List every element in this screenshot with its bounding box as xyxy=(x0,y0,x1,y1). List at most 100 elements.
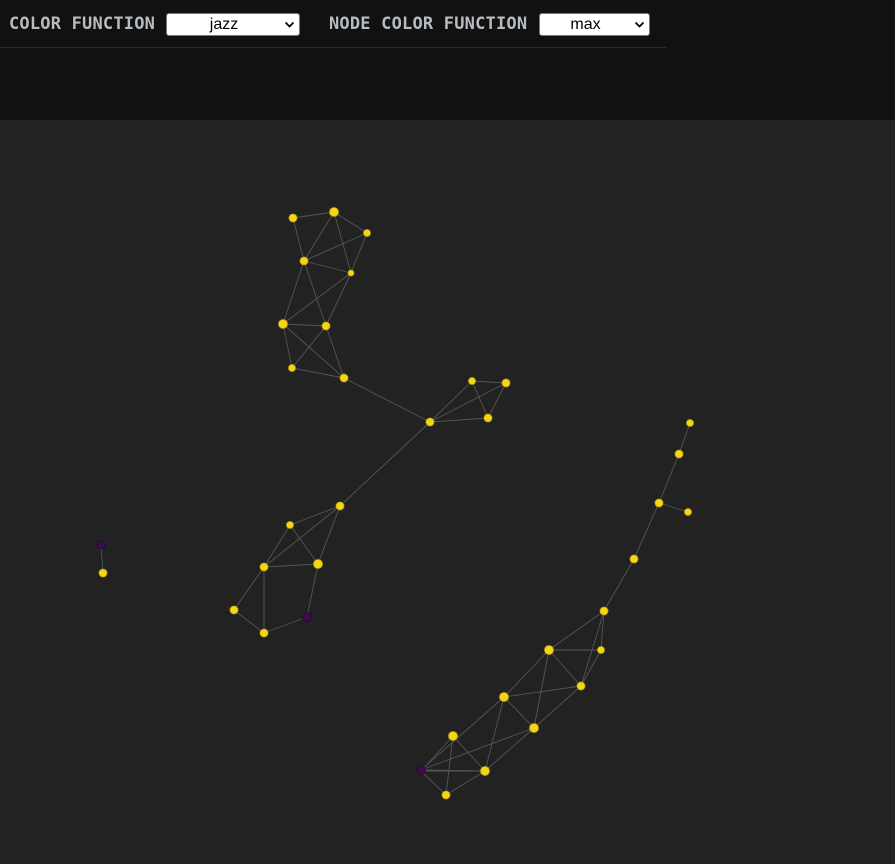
graph-edge xyxy=(580,610,605,687)
graph-edge xyxy=(306,563,319,618)
graph-edge xyxy=(289,524,319,565)
edges-layer xyxy=(100,211,691,796)
graph-edge xyxy=(282,260,305,325)
graph-edge xyxy=(452,735,486,772)
graph-edge xyxy=(503,685,582,698)
graph-edge xyxy=(339,421,431,507)
graph-edge xyxy=(325,272,352,327)
graph-node[interactable] xyxy=(674,449,684,459)
graph-node[interactable] xyxy=(544,645,554,655)
graph-edge xyxy=(291,325,327,369)
graph-node[interactable] xyxy=(286,521,294,529)
nodes-layer xyxy=(96,207,694,800)
graph-node[interactable] xyxy=(597,646,605,654)
graph-node[interactable] xyxy=(288,364,296,372)
graph-edge xyxy=(445,770,486,796)
graph-edge xyxy=(263,524,291,568)
graph-node[interactable] xyxy=(278,319,288,329)
graph-edge xyxy=(603,558,635,612)
chevron-down-icon xyxy=(284,21,295,28)
graph-edge xyxy=(503,696,535,729)
graph-edge xyxy=(678,422,691,455)
graph-edge xyxy=(343,377,431,423)
graph-node[interactable] xyxy=(483,413,493,423)
graph-edge xyxy=(487,382,507,419)
graph-edge xyxy=(333,211,368,234)
graph-edge xyxy=(429,382,507,423)
graph-node[interactable] xyxy=(416,765,426,775)
graph-edge xyxy=(503,649,550,698)
graph-edge xyxy=(445,735,454,796)
graph-edge xyxy=(471,380,507,384)
graph-edge xyxy=(282,323,345,379)
graph-node[interactable] xyxy=(98,568,108,578)
graph-edge xyxy=(420,770,447,796)
graph-node[interactable] xyxy=(684,508,692,516)
graph-node[interactable] xyxy=(339,373,349,383)
graph-edge xyxy=(291,367,345,379)
graph-edge xyxy=(533,649,550,729)
controls-bar: COLOR FUNCTION jazz NODE COLOR FUNCTION … xyxy=(0,0,666,48)
graph-edge xyxy=(484,727,535,772)
graph-edge xyxy=(548,649,582,687)
graph-node[interactable] xyxy=(599,606,609,616)
graph-edge xyxy=(303,232,368,262)
graph-node[interactable] xyxy=(299,256,309,266)
graph-node[interactable] xyxy=(229,605,239,615)
graph-node[interactable] xyxy=(499,692,509,702)
node-color-function-label: NODE COLOR FUNCTION xyxy=(329,14,528,34)
node-color-function-value: max xyxy=(570,16,601,33)
graph-node[interactable] xyxy=(363,229,371,237)
graph-edge xyxy=(533,685,582,729)
graph-edge xyxy=(292,217,305,262)
graph-edge xyxy=(429,417,489,423)
graph-edge xyxy=(282,323,327,327)
graph-edge xyxy=(263,563,319,568)
graph-edge xyxy=(429,380,473,423)
graph-node[interactable] xyxy=(288,213,298,223)
graph-edge xyxy=(263,616,308,634)
color-function-value: jazz xyxy=(209,16,239,33)
graph-edge xyxy=(100,544,104,574)
graph-edge xyxy=(420,735,454,772)
graph-node[interactable] xyxy=(259,628,269,638)
graph-node[interactable] xyxy=(686,419,694,427)
graph-node[interactable] xyxy=(321,321,331,331)
color-function-label: COLOR FUNCTION xyxy=(9,14,156,34)
graph-node[interactable] xyxy=(468,377,476,385)
graph-node[interactable] xyxy=(335,501,345,511)
graph-node[interactable] xyxy=(96,540,106,550)
graph-node[interactable] xyxy=(501,378,511,388)
graph-edge xyxy=(658,453,680,504)
graph-node[interactable] xyxy=(259,562,269,572)
graph-node[interactable] xyxy=(629,554,639,564)
graph-node[interactable] xyxy=(347,269,355,277)
graph-edge xyxy=(263,505,341,568)
graph-edge xyxy=(420,727,535,771)
graph-edge xyxy=(303,260,327,327)
graph-node[interactable] xyxy=(313,559,323,569)
graph-edge xyxy=(233,566,265,611)
graph-node[interactable] xyxy=(480,766,490,776)
graph-node[interactable] xyxy=(425,417,435,427)
graph-edge xyxy=(350,232,368,274)
graph-edge xyxy=(580,649,602,687)
graph-node[interactable] xyxy=(576,681,586,691)
graph-edge xyxy=(633,502,660,560)
network-graph[interactable] xyxy=(0,120,895,864)
graph-node[interactable] xyxy=(329,207,339,217)
graph-node[interactable] xyxy=(654,498,664,508)
graph-edge xyxy=(282,323,293,369)
graph-canvas[interactable] xyxy=(0,120,895,864)
graph-edge xyxy=(325,325,345,379)
graph-node[interactable] xyxy=(448,731,458,741)
graph-edge xyxy=(548,610,605,651)
graph-node[interactable] xyxy=(441,790,451,800)
graph-node[interactable] xyxy=(529,723,539,733)
graph-edge xyxy=(471,380,489,419)
graph-edge xyxy=(303,260,352,274)
graph-node[interactable] xyxy=(302,612,312,622)
graph-edge xyxy=(303,211,335,262)
node-color-function-select[interactable]: max xyxy=(539,13,650,36)
color-function-select[interactable]: jazz xyxy=(166,13,300,36)
